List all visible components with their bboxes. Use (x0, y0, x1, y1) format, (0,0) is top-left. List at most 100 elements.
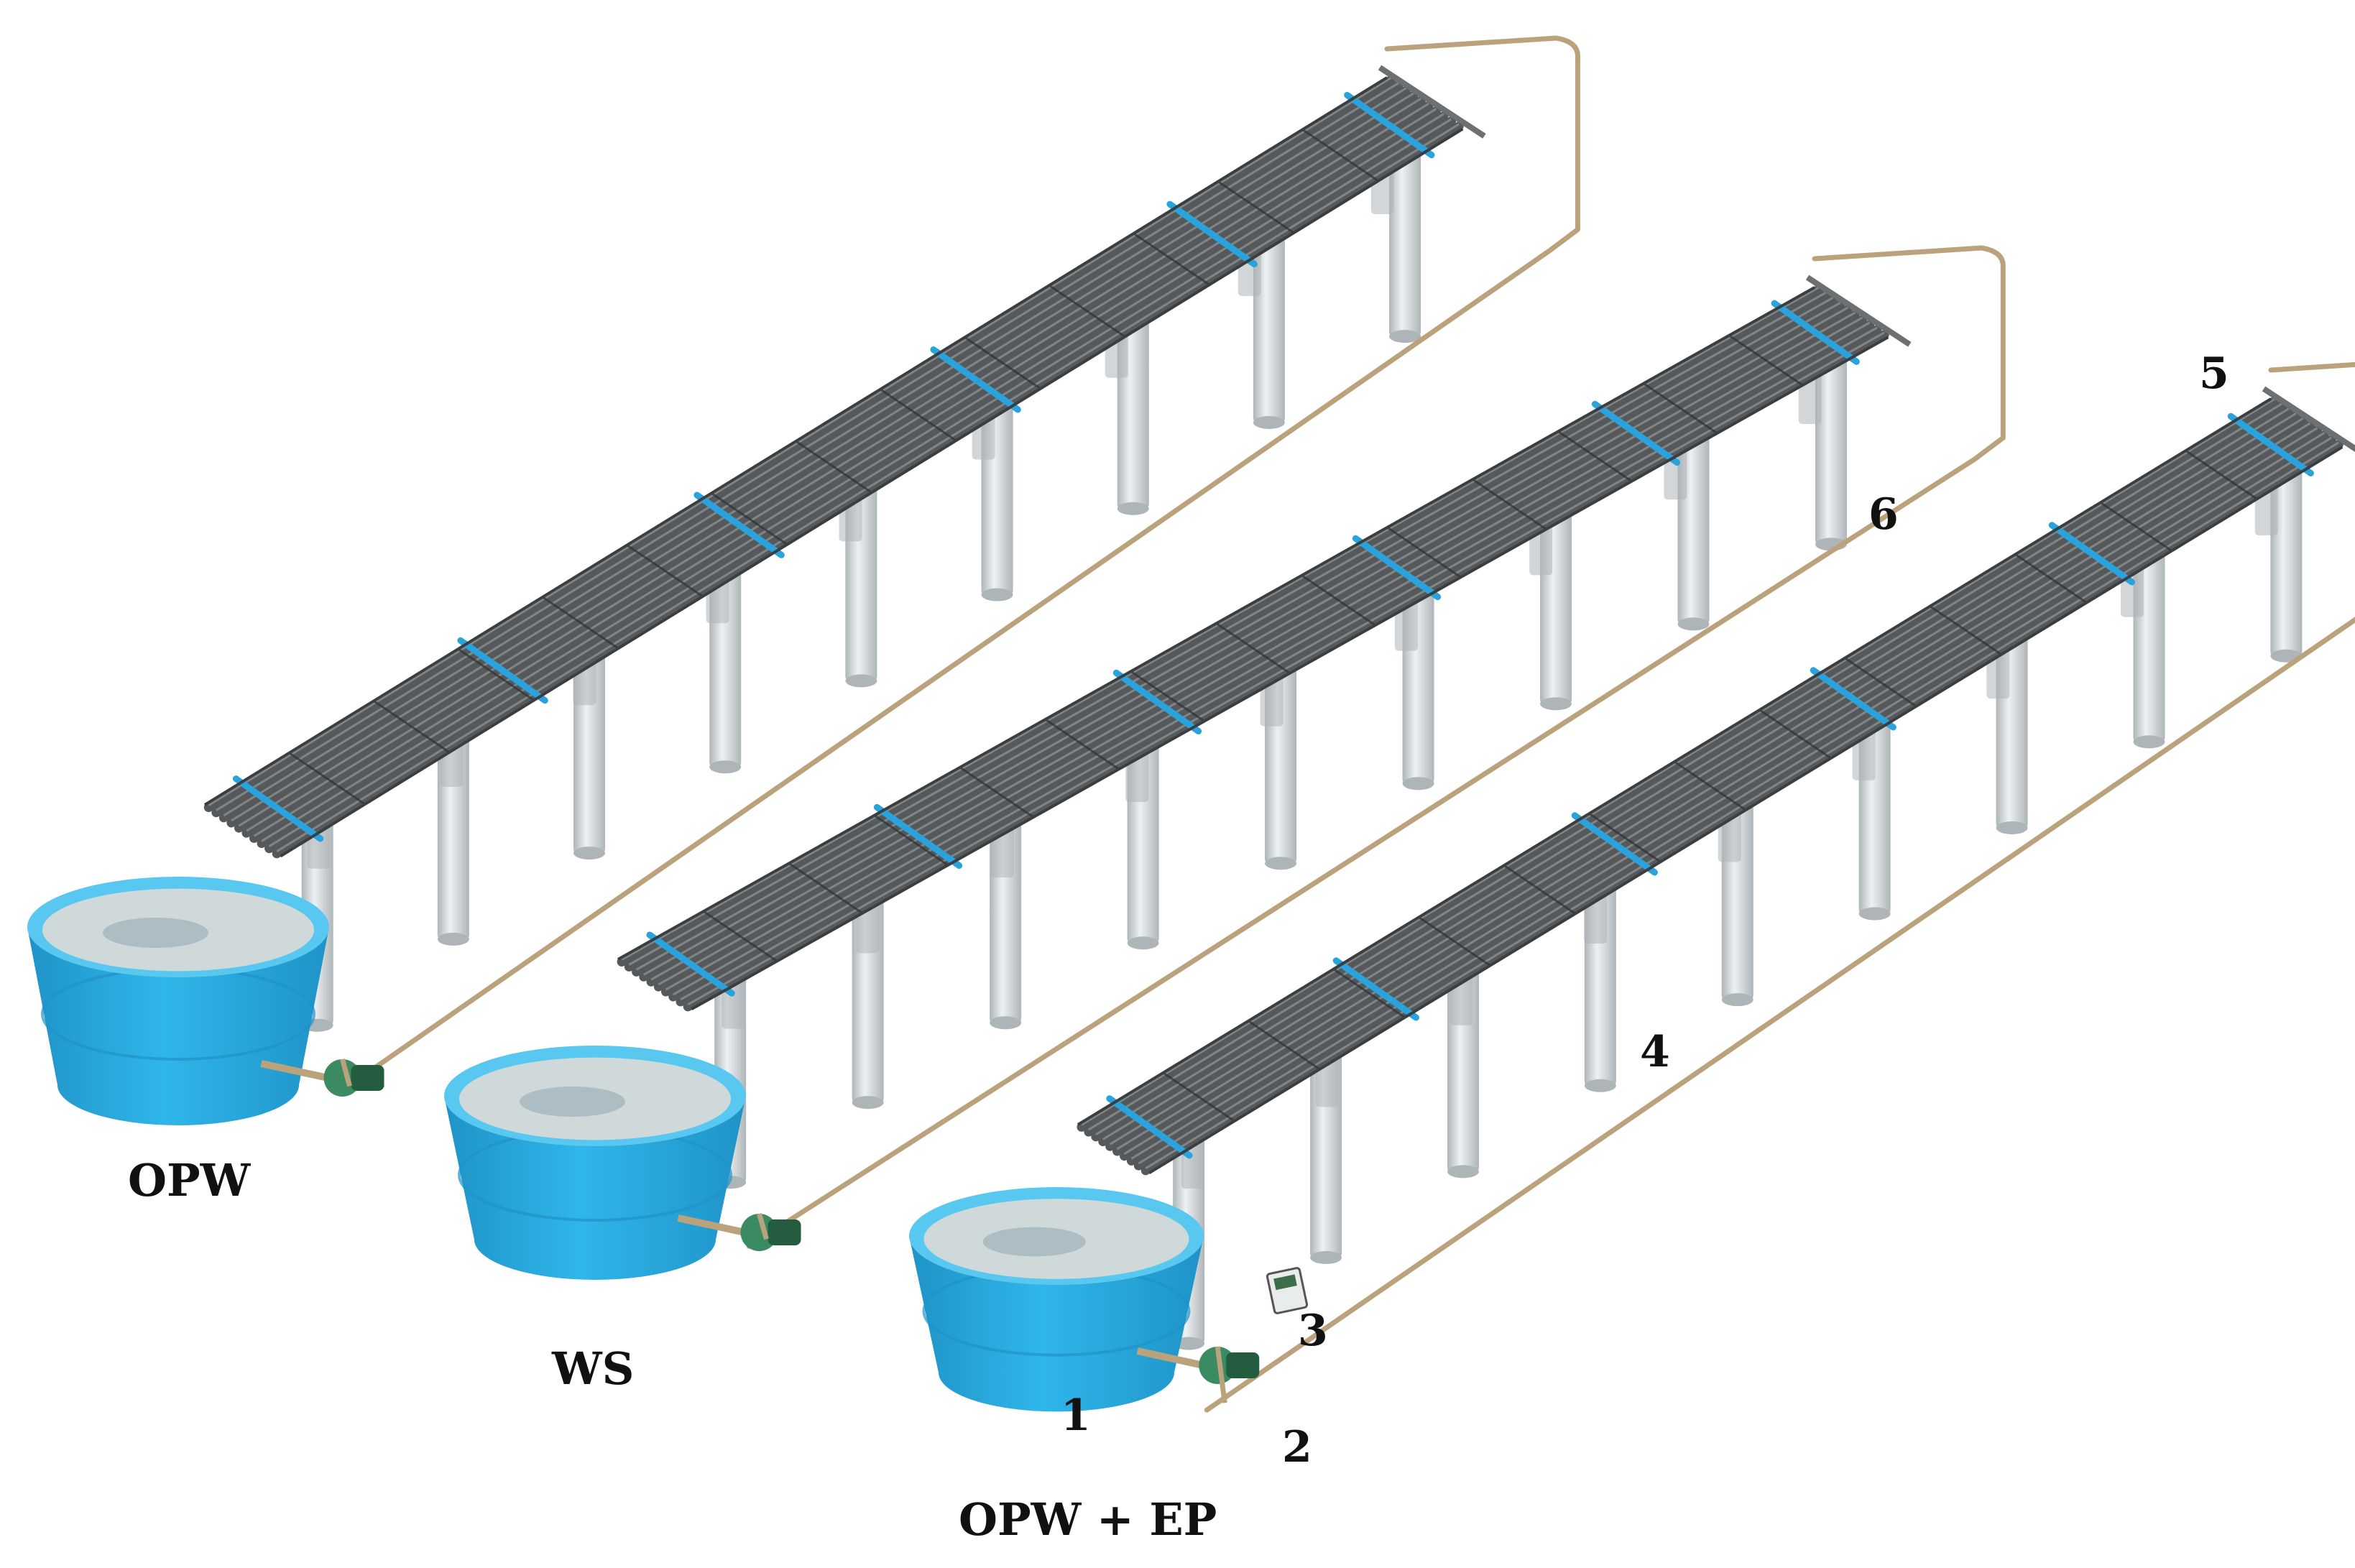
pillar-base (845, 674, 877, 688)
water-pump-icon (677, 1213, 801, 1251)
clamp-bar (1810, 667, 1897, 731)
frame-rail (1148, 446, 2344, 1174)
tube-highlight (635, 297, 1834, 971)
tube-highlight (276, 123, 1460, 853)
clamp-bar (232, 775, 324, 842)
pillar-base (1402, 777, 1434, 790)
manifold (1378, 65, 1486, 139)
clamp-bar (1106, 1095, 1193, 1159)
manifold (1805, 275, 1912, 347)
pillar-base (1127, 936, 1159, 950)
frame-rail (617, 286, 1815, 961)
tube-joint (373, 700, 451, 754)
clamp-bar (457, 637, 548, 704)
tube-highlight (687, 331, 1885, 1006)
support-pillar (1815, 356, 1847, 545)
tube-highlight (665, 316, 1863, 991)
tube-joint (703, 910, 778, 962)
pillar-base (573, 847, 606, 860)
tube-joint (2014, 553, 2088, 604)
tube-highlight (672, 321, 1871, 996)
tube-joint (873, 814, 949, 867)
tube-joint (1418, 916, 1491, 967)
clamp-bar (1112, 669, 1202, 735)
pillar-base (1117, 502, 1149, 515)
callout-5-manifold: 5 (2199, 349, 2229, 399)
tube-joint (1503, 864, 1576, 915)
water-pump-icon (1136, 1346, 1260, 1403)
clamp-bar (2048, 522, 2135, 586)
support-pillar (1389, 149, 1421, 337)
tube-highlight (1130, 432, 2326, 1160)
controller-display (1273, 1274, 1297, 1291)
tube-highlight (650, 306, 1848, 981)
water-tank (27, 877, 329, 1125)
frame-rail (203, 76, 1388, 806)
water-reflection (520, 1087, 625, 1117)
collector-unit-ws (444, 245, 2006, 1280)
pillar-base (1677, 617, 1710, 631)
frame-rail (1077, 397, 2272, 1126)
manifold (2262, 386, 2355, 452)
tube-joint (964, 336, 1041, 390)
clamp-bar (1771, 300, 1860, 365)
pump-inlet-pipe (260, 1060, 329, 1082)
pillar-base (1447, 1165, 1479, 1179)
tube-highlight (621, 287, 1819, 961)
tube-highlight (208, 77, 1392, 806)
tube-joint (1215, 622, 1291, 675)
tube-highlight (1116, 422, 2311, 1150)
tube-highlight (231, 92, 1414, 822)
clamp-bar (646, 931, 735, 997)
tube-highlight (223, 87, 1407, 817)
clamp-bar (693, 492, 785, 558)
tube-joint (1929, 605, 2002, 656)
pillar-base (1584, 1079, 1616, 1092)
pillar-base (1721, 993, 1753, 1007)
tube-joint (1588, 812, 1662, 863)
callout-1-tank: 1 (1061, 1391, 1091, 1441)
clamp-bar (930, 346, 1021, 413)
tube-highlight (1081, 398, 2275, 1126)
tube-joint (795, 440, 872, 494)
tube-joint (1557, 430, 1633, 482)
pump-outlet-pipe (757, 1213, 769, 1240)
pillar-base (1253, 415, 1285, 429)
water-tank (444, 1046, 746, 1280)
water-tank (909, 1187, 1204, 1412)
clamp-bar (873, 803, 963, 870)
tube-joint (1844, 657, 1917, 708)
tube-joint (711, 492, 788, 545)
tube-joint (1332, 968, 1406, 1019)
tube-joint (288, 752, 366, 806)
tube-joint (1728, 334, 1804, 387)
water-reflection (103, 918, 208, 948)
clamp-bar (1166, 200, 1258, 268)
pump-motor (351, 1065, 384, 1091)
pillar-base (1389, 330, 1421, 343)
clamp-bar (1344, 91, 1435, 159)
pillar-base (437, 932, 469, 946)
callout-2-pump: 2 (1282, 1422, 1312, 1472)
tube-joint (1472, 478, 1547, 530)
tank-label-ws: WS (552, 1342, 635, 1395)
clamp-bar (1332, 957, 1419, 1021)
clamp-bar (1352, 535, 1442, 601)
pillar-base (981, 588, 1013, 601)
tube-highlight (680, 326, 1878, 1001)
pillar-base (2133, 735, 2165, 749)
tube-joint (1044, 718, 1120, 770)
tube-joint (1301, 574, 1376, 627)
tube-highlight (216, 82, 1399, 811)
pillar-base (1265, 857, 1297, 870)
pump-outlet-pipe (340, 1059, 352, 1087)
pillar-base (852, 1096, 884, 1110)
pump-motor (1226, 1352, 1260, 1378)
tube-highlight (1138, 436, 2333, 1165)
tube-highlight (1088, 402, 2282, 1131)
pump-motor (768, 1219, 801, 1245)
tube-highlight (268, 118, 1452, 847)
collector-unit-opw (27, 35, 1580, 1125)
tube-highlight (1095, 407, 2290, 1136)
